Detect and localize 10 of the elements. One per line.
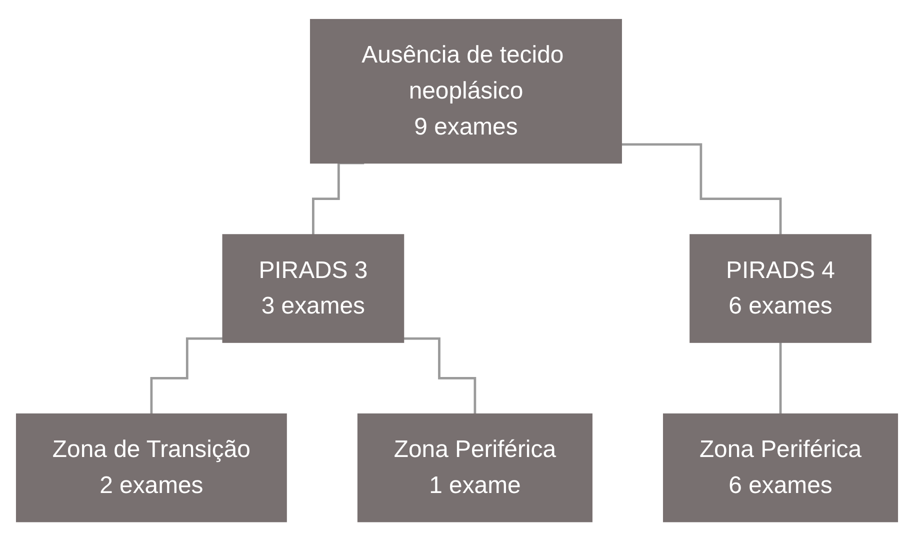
connector: [778, 342, 782, 416]
connector: [150, 338, 222, 416]
connector: [620, 144, 782, 236]
node-box: Zona Periférica 6 exames: [662, 414, 898, 523]
connector: [403, 338, 476, 416]
node-box: Zona de Transição 2 exames: [15, 414, 286, 523]
node-box: Zona Periférica 1 exame: [356, 414, 592, 523]
node-box: Ausência de tecido neoplásico 9 exames: [309, 19, 622, 164]
node-box: PIRADS 3 3 exames: [222, 234, 404, 344]
node-box: PIRADS 4 6 exames: [689, 234, 871, 344]
